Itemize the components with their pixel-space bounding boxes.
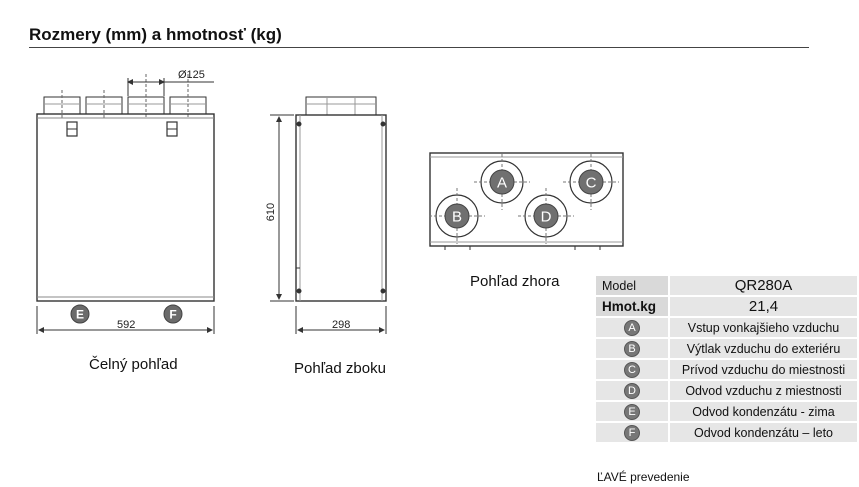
marker-b-icon: B [624,340,640,357]
svg-text:B: B [452,209,462,226]
svg-text:A: A [497,175,507,192]
svg-text:E: E [76,308,84,322]
side-view-caption: Pohľad zboku [294,360,386,377]
top-body [429,152,624,247]
top-marker-c: C [578,169,604,195]
front-body [36,113,215,302]
spec-row-f-text: Odvod kondenzátu – leto [668,421,859,444]
top-view [429,152,624,250]
side-view [270,96,387,334]
footnote: ĽAVÉ prevedenie [597,470,690,484]
side-depth-dim: 298 [332,319,350,331]
marker-e-icon: E [624,403,640,420]
side-height-dim: 610 [265,203,277,221]
spec-row-d-text: Odvod vzduchu z miestnosti [668,379,859,402]
front-width-dim: 592 [117,319,135,331]
spec-row-c: C Prívod vzduchu do miestnosti [594,358,859,381]
marker-a-icon: A [624,319,640,336]
front-view [36,74,215,334]
top-marker-b: B [444,203,470,229]
weight-label: Hmot.kg [594,295,670,318]
top-marker-d: D [533,203,559,229]
svg-text:D: D [541,209,552,226]
model-value: QR280A [668,274,859,297]
front-view-caption: Čelný pohľad [89,356,178,373]
title-divider [29,47,809,48]
front-marker-f: F [163,304,183,324]
spec-row-d: D Odvod vzduchu z miestnosti [594,379,859,402]
model-label: Model [594,274,670,297]
spec-model-row: Model QR280A [594,274,859,297]
spec-weight-row: Hmot.kg 21,4 [594,295,859,318]
svg-text:C: C [586,175,597,192]
front-duct-dim: Ø125 [178,69,205,81]
weight-value: 21,4 [668,295,859,318]
spec-row-e-text: Odvod kondenzátu - zima [668,400,859,423]
spec-row-a-text: Vstup vonkajšieho vzduchu [668,316,859,339]
svg-text:F: F [169,308,176,322]
side-duct-collar [305,96,377,116]
spec-row-b: B Výtlak vzduchu do exteriéru [594,337,859,360]
marker-f-icon: F [624,424,640,441]
page-title: Rozmery (mm) a hmotnosť (kg) [29,25,282,44]
spec-row-a: A Vstup vonkajšieho vzduchu [594,316,859,339]
marker-d-icon: D [624,382,640,399]
spec-row-e: E Odvod kondenzátu - zima [594,400,859,423]
spec-row-b-text: Výtlak vzduchu do exteriéru [668,337,859,360]
side-body [295,114,387,302]
spec-table: Model QR280A Hmot.kg 21,4 A Vstup vonkaj… [594,274,859,444]
spec-row-c-text: Prívod vzduchu do miestnosti [668,358,859,381]
top-marker-a: A [489,169,515,195]
top-view-caption: Pohľad zhora [470,273,560,290]
marker-c-icon: C [624,361,640,378]
spec-row-f: F Odvod kondenzátu – leto [594,421,859,444]
front-marker-e: E [70,304,90,324]
